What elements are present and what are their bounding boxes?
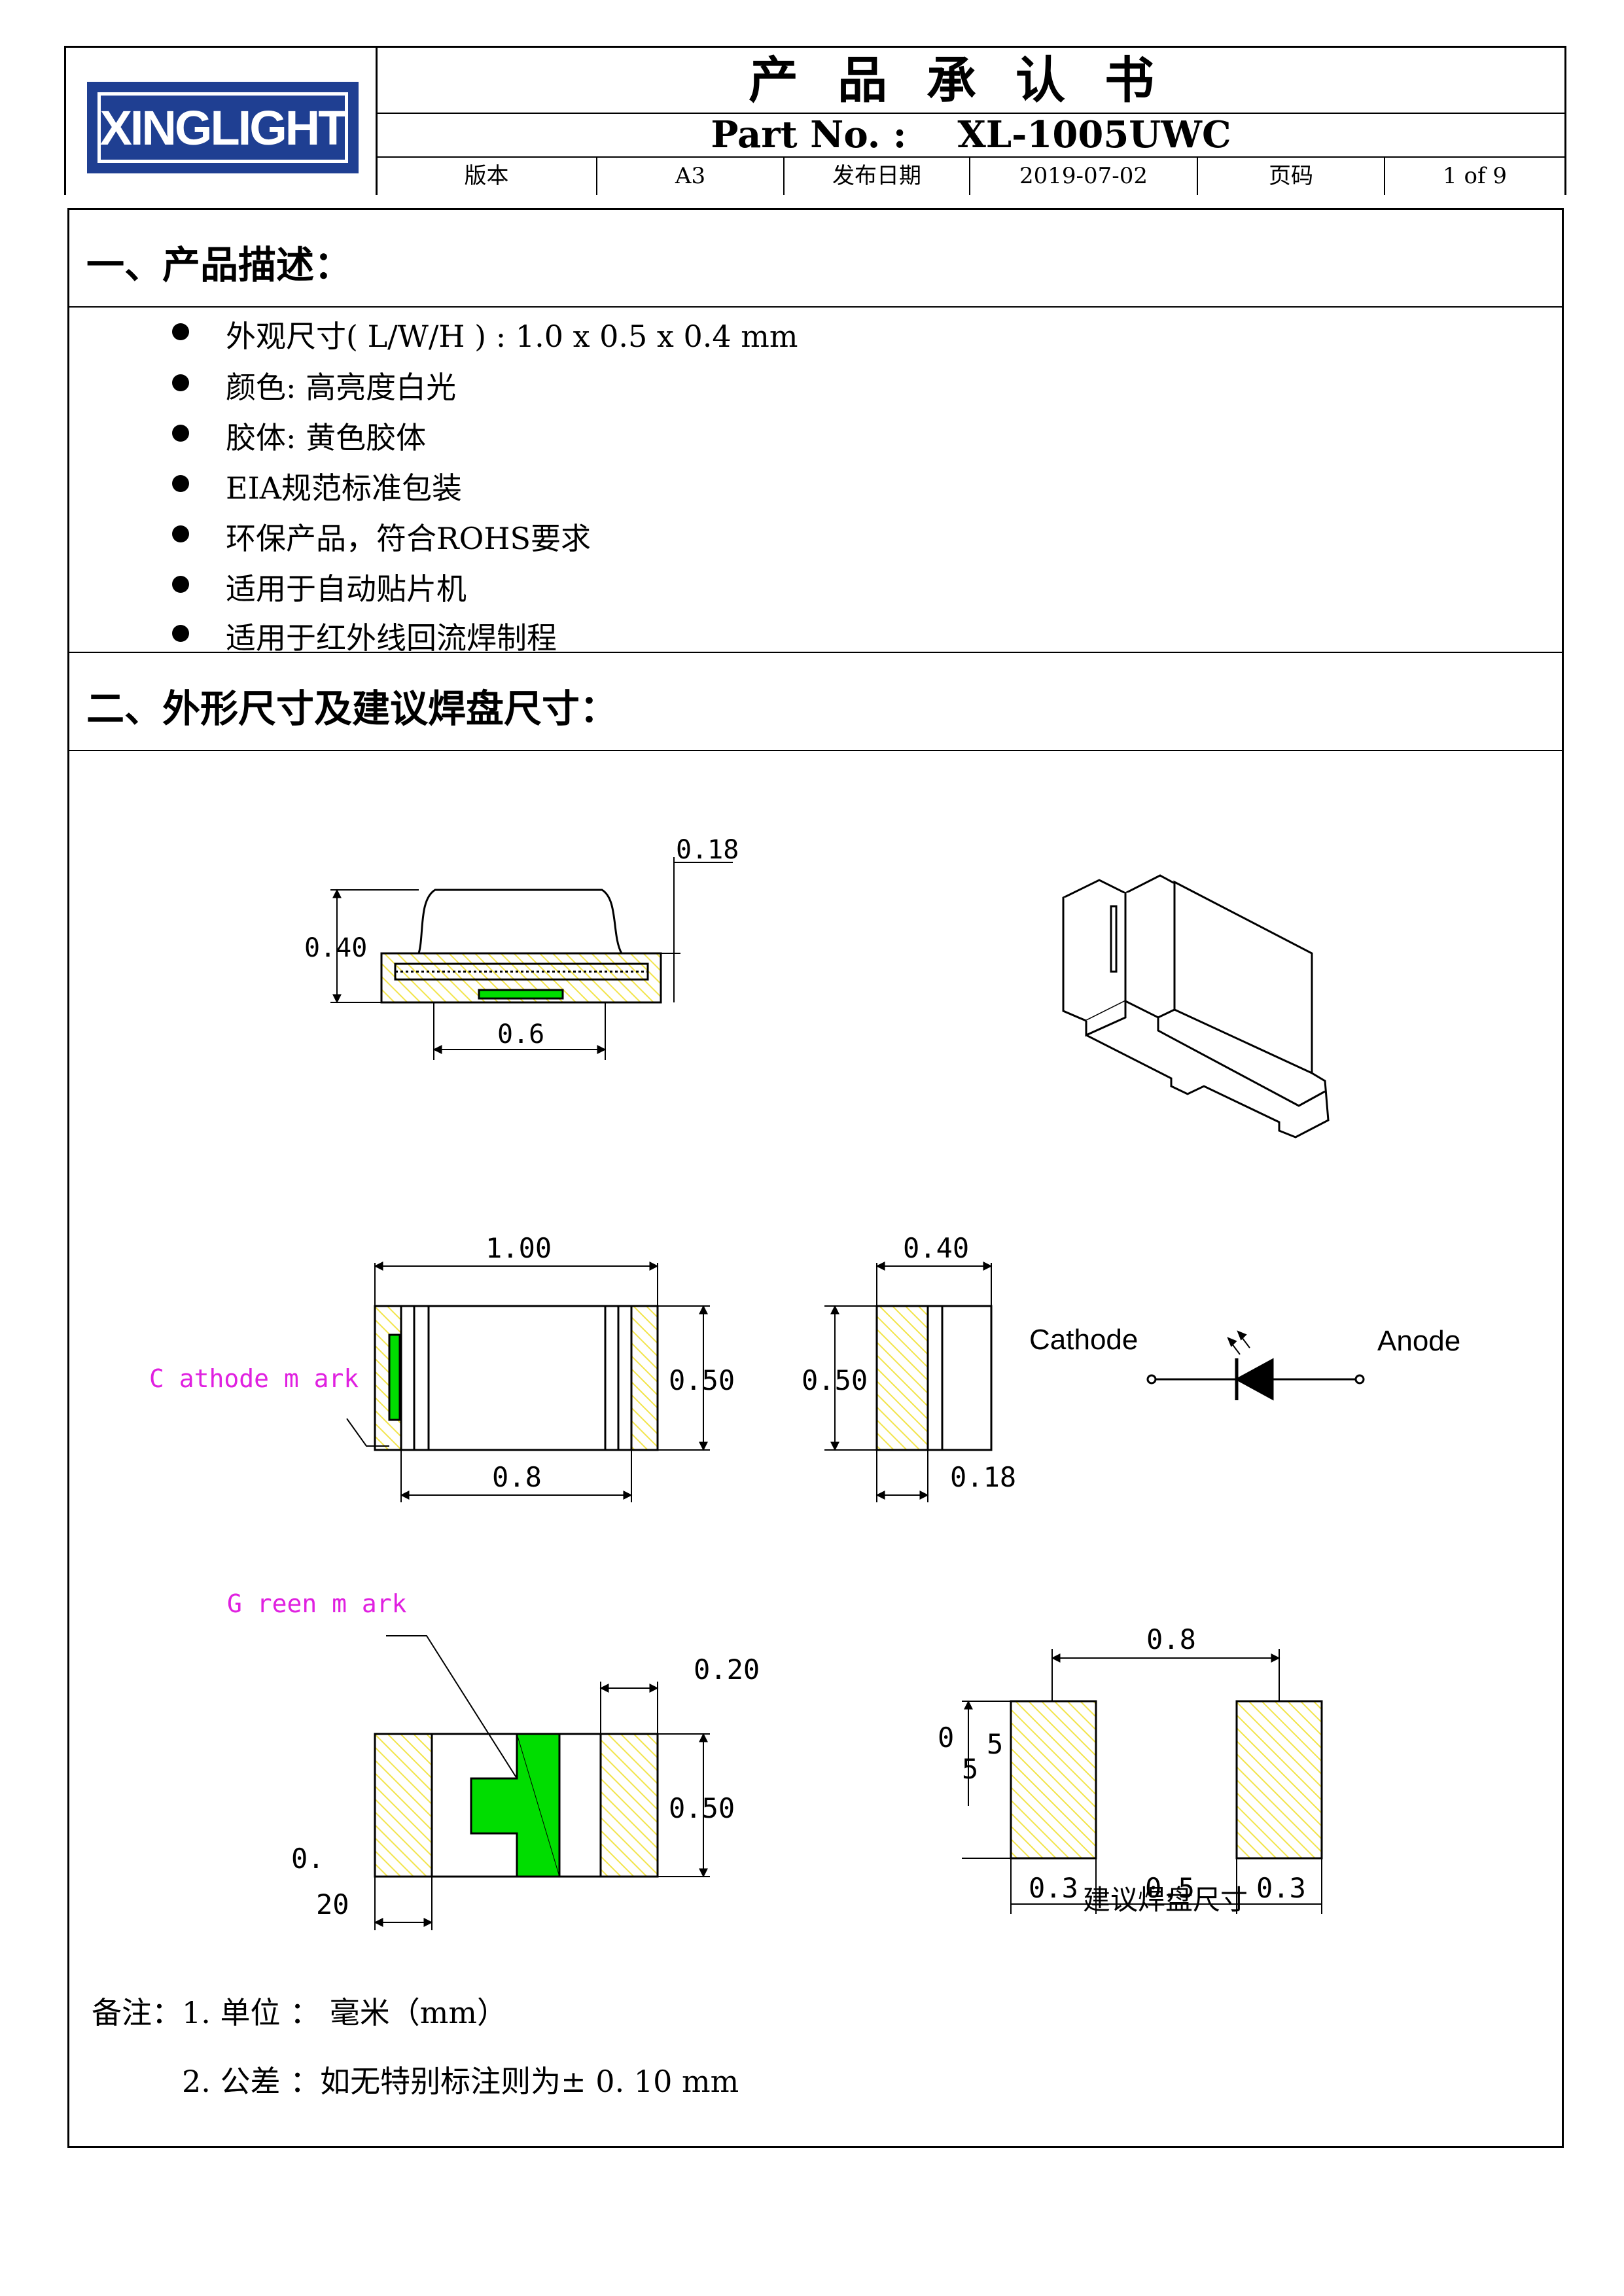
- spec-item-2: 颜色: 高亮度白光: [226, 370, 457, 405]
- spec-item-1: 外观尺寸( L/W/H ) : 1.0 x 0.5 x 0.4 mm: [226, 319, 798, 354]
- side-view: [330, 857, 733, 1060]
- side-dim-top: 0.18: [676, 835, 739, 865]
- body-right-border: [1562, 208, 1564, 2148]
- section1-divider: [67, 306, 1563, 308]
- body-bottom-border: [67, 2146, 1564, 2148]
- cathode-label: Cathode: [1029, 1324, 1138, 1356]
- logo-text: XINGLIGHT: [99, 100, 348, 155]
- pad-dim-span: 0.8: [1146, 1623, 1196, 1655]
- body-left-border: [67, 208, 69, 2148]
- version-label: 版本: [464, 163, 509, 189]
- anode-label: Anode: [1377, 1325, 1460, 1357]
- note-line-1: 备注：1. 单位 ： 毫米（mm）: [92, 1995, 507, 2030]
- bullet-4: [172, 475, 189, 492]
- document-title: 产品承认书: [749, 51, 1193, 109]
- part-number-label: Part No. :: [711, 113, 907, 156]
- meta-divider-3: [969, 156, 970, 195]
- spec-item-7: 适用于红外线回流焊制程: [226, 620, 557, 656]
- bullet-5: [172, 525, 189, 542]
- end-dim-width: 0.40: [903, 1232, 969, 1264]
- bullet-2: [172, 374, 189, 391]
- top-dim-inner: 0.8: [492, 1461, 542, 1493]
- spec-item-5: 环保产品，符合ROHS要求: [226, 521, 591, 556]
- spec-item-6: 适用于自动贴片机: [226, 571, 467, 607]
- end-dim-height: 0.50: [802, 1364, 868, 1396]
- pad-dim-mid: 0.5: [1145, 1872, 1195, 1904]
- body-top-border: [67, 208, 1564, 210]
- pad-dim-h-a: 0: [938, 1722, 954, 1754]
- version-value: A3: [675, 163, 706, 189]
- pad-layout: [962, 1649, 1323, 1914]
- section2-heading: 二、外形尺寸及建议焊盘尺寸：: [86, 686, 618, 731]
- spec-item-3: 胶体: 黄色胶体: [226, 420, 427, 455]
- meta-divider-5: [1384, 156, 1385, 195]
- pad-dim-h-b: 5: [987, 1728, 1003, 1760]
- header-right-border: [1564, 46, 1566, 195]
- end-view: [824, 1262, 993, 1502]
- date-value: 2019-07-02: [1019, 163, 1148, 189]
- side-dim-height: 0.40: [304, 933, 367, 963]
- section2-top-divider: [67, 652, 1563, 653]
- section2-divider: [67, 750, 1563, 751]
- pad-caption: 建议焊盘尺寸: [1083, 1884, 1248, 1916]
- top-dim-length: 1.00: [485, 1232, 552, 1264]
- side-dim-bottom: 0.6: [497, 1019, 544, 1050]
- bullet-6: [172, 576, 189, 593]
- bottom-view: [374, 1635, 710, 1930]
- pad-dim-right: 0.3: [1256, 1872, 1306, 1904]
- header-left-border: [64, 46, 66, 195]
- header-top-border: [64, 46, 1566, 48]
- bottom-dim-left-a: 0.: [291, 1843, 325, 1875]
- page-label: 页码: [1269, 163, 1313, 189]
- meta-divider-1: [596, 156, 597, 195]
- header-logo-divider: [376, 46, 378, 195]
- meta-divider-2: [783, 156, 785, 195]
- cathode-mark-label: C athode m ark: [149, 1364, 359, 1393]
- isometric-view: [1062, 874, 1330, 1139]
- green-mark-label: G reen m ark: [227, 1589, 407, 1618]
- bottom-dim-right: 0.20: [694, 1653, 760, 1686]
- part-number-value: XL-1005UWC: [957, 113, 1231, 156]
- top-dim-width: 0.50: [669, 1364, 735, 1396]
- diode-symbol: [1146, 1330, 1365, 1401]
- bullet-7: [172, 625, 189, 642]
- date-label: 发布日期: [832, 163, 921, 189]
- company-logo: XINGLIGHT: [87, 82, 359, 173]
- page-value: 1 of 9: [1443, 163, 1507, 189]
- header-row-divider-2: [376, 156, 1566, 158]
- top-view: [346, 1262, 710, 1502]
- note-line-2: 2. 公差 ：如无特别标注则为± 0. 10 mm: [182, 2064, 739, 2099]
- bottom-dim-height: 0.50: [669, 1792, 735, 1824]
- meta-divider-4: [1197, 156, 1198, 195]
- pad-dim-h-c: 5: [962, 1753, 978, 1785]
- section1-heading: 一、产品描述：: [86, 243, 353, 287]
- end-dim-pad: 0.18: [950, 1461, 1016, 1493]
- part-number-row: Part No. : XL-1005UWC: [376, 114, 1566, 156]
- bottom-dim-left-b: 20: [316, 1888, 349, 1920]
- bullet-3: [172, 425, 189, 442]
- header-row-divider-1: [376, 113, 1566, 114]
- spec-item-4: EIA规范标准包装: [226, 470, 462, 506]
- pad-dim-left: 0.3: [1029, 1872, 1078, 1904]
- bullet-1: [172, 323, 189, 340]
